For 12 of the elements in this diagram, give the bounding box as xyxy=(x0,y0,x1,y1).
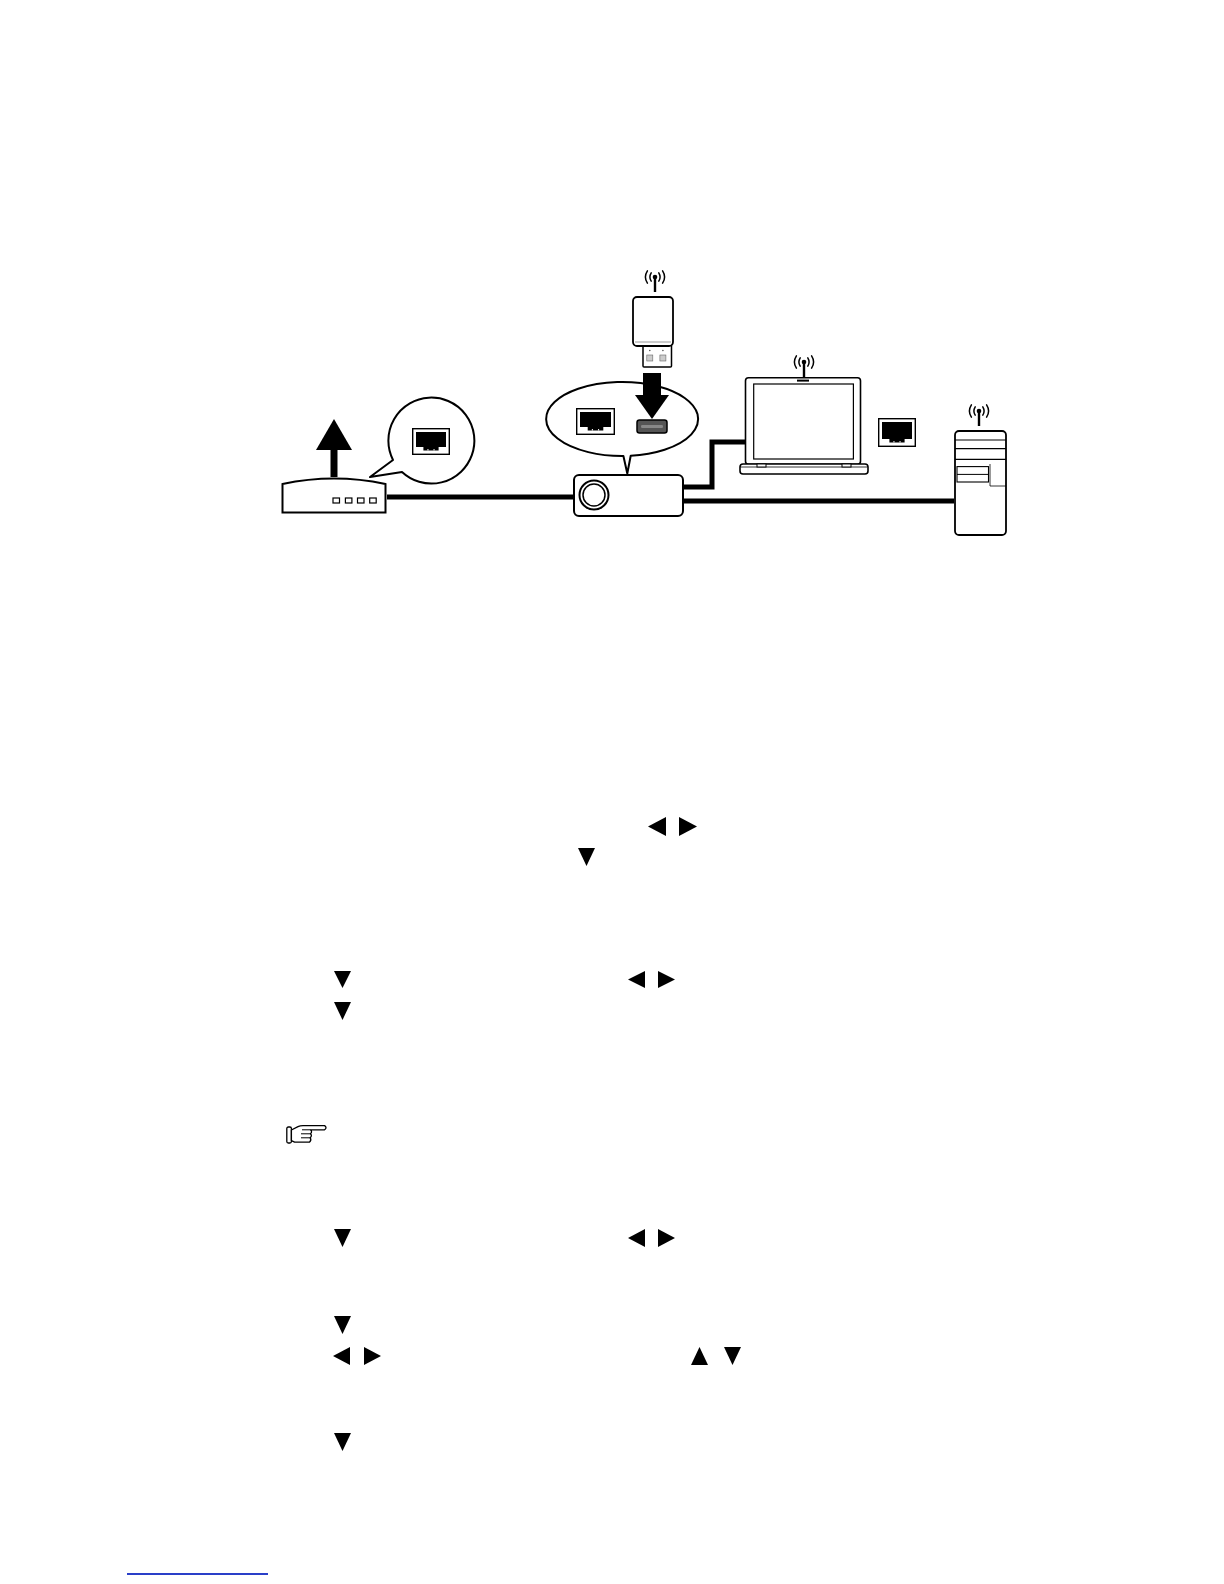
callout-bubble xyxy=(369,397,475,484)
usb-port-icon xyxy=(636,419,668,434)
projector-drawing xyxy=(573,474,684,517)
cable-line xyxy=(684,498,954,504)
router-drawing xyxy=(281,477,387,514)
usb-dongle-drawing xyxy=(632,296,674,368)
up-arrow xyxy=(316,419,352,477)
desktop-computer-drawing xyxy=(954,430,1007,536)
cable-line xyxy=(387,494,573,500)
cable-line xyxy=(684,439,745,490)
callout-bubble xyxy=(545,381,699,474)
laptop-drawing xyxy=(739,377,869,475)
